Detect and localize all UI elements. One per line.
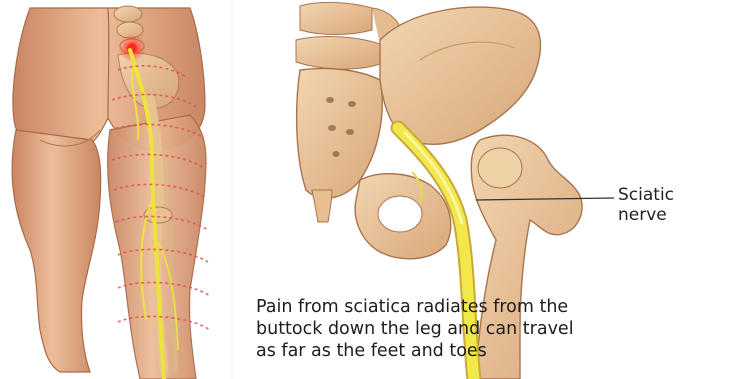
caption-line-2: buttock down the leg and can travel <box>256 318 726 340</box>
label-line-2: nerve <box>618 205 674 225</box>
label-line-1: Sciatic <box>618 185 674 205</box>
caption-line-3: as far as the feet and toes <box>256 340 726 362</box>
back-view-figure <box>12 6 210 379</box>
sciatic-nerve-label: Sciatic nerve <box>618 185 674 225</box>
caption-line-1: Pain from sciatica radiates from the <box>256 296 726 318</box>
left-leg <box>12 130 101 372</box>
caption-text: Pain from sciatica radiates from the but… <box>256 296 726 362</box>
